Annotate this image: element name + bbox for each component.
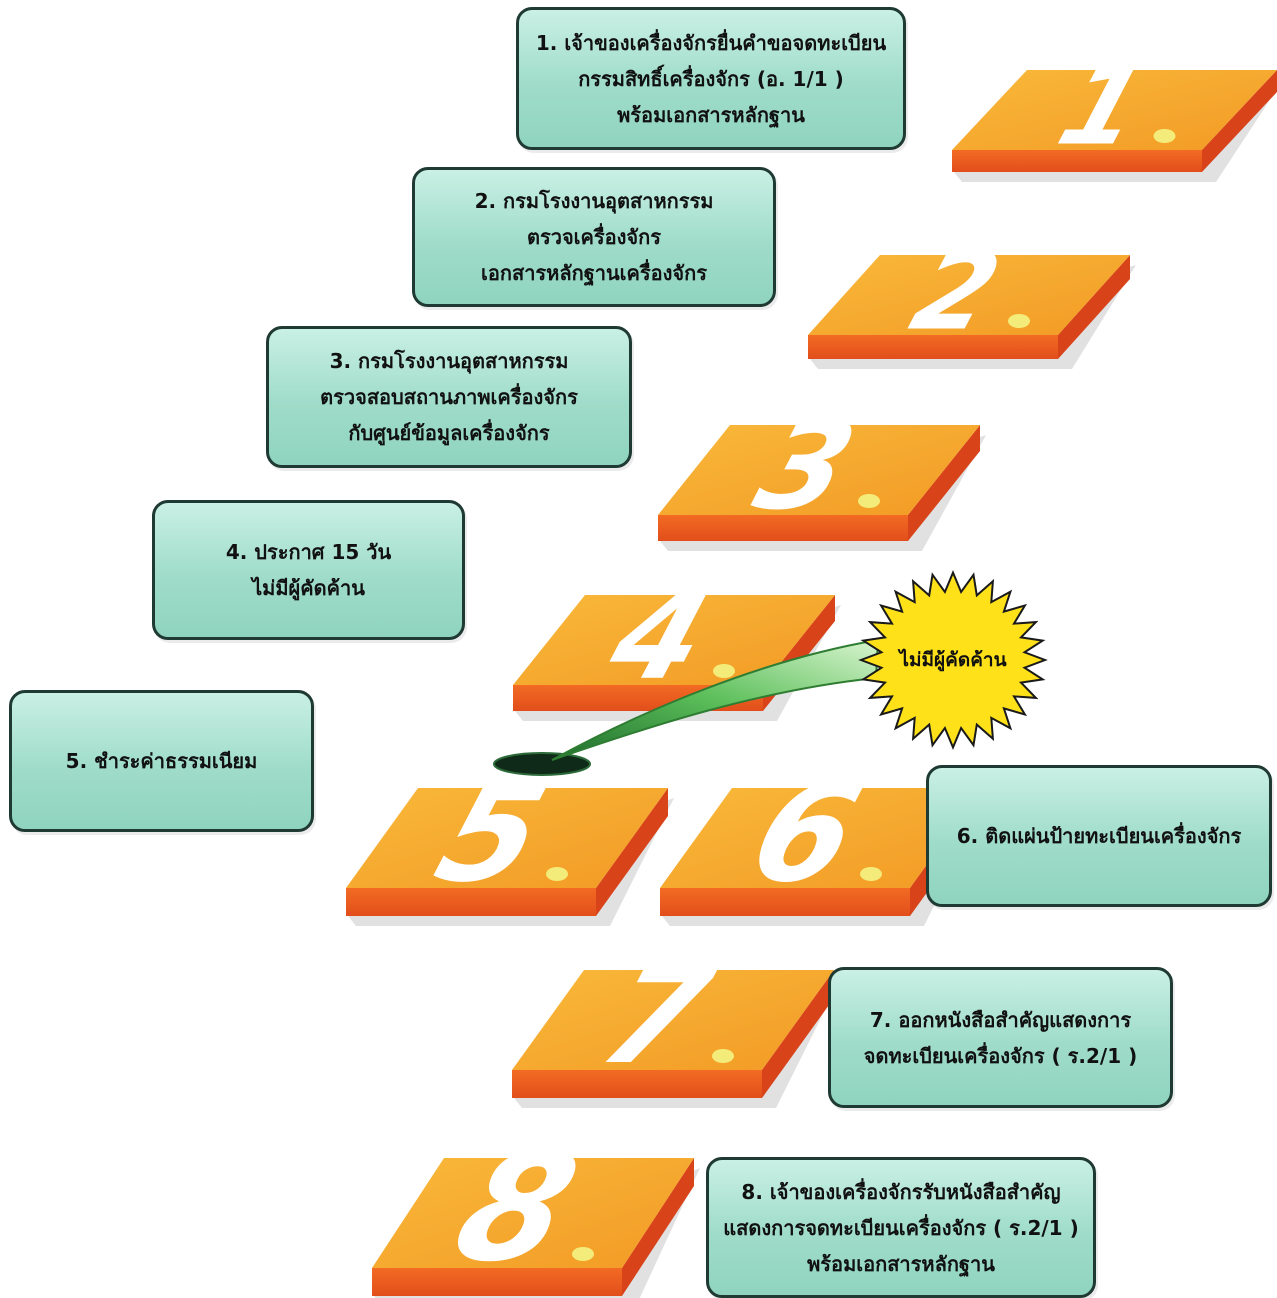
- step-box-line: ตรวจสอบสถานภาพเครื่องจักร: [320, 385, 578, 409]
- tile-dot: [572, 1247, 594, 1261]
- step-tile-6: 6: [660, 754, 988, 926]
- step-tile-5: 5: [346, 754, 674, 926]
- step-box-6: 6. ติดแผ่นป้ายทะเบียนเครื่องจักร: [926, 765, 1272, 907]
- tile-side-face: [622, 1158, 694, 1296]
- tile-top-face: [513, 595, 835, 685]
- step-box-line: พร้อมเอกสารหลักฐาน: [807, 1251, 995, 1276]
- step-box-line: 4. ประกาศ 15 วัน: [225, 540, 392, 564]
- step-tile-4: 4: [513, 565, 841, 721]
- step-box-3: 3. กรมโรงงานอุตสาหกรรมตรวจสอบสถานภาพเครื…: [266, 326, 632, 468]
- tile-top-face: [372, 1158, 694, 1268]
- step-box-line: จดทะเบียนเครื่องจักร ( ร.2/1 ): [863, 1043, 1138, 1068]
- tile-side-face: [1058, 255, 1130, 359]
- tile-dot: [1008, 314, 1030, 328]
- tile-dot: [1153, 129, 1176, 143]
- tile-top-face: [658, 425, 980, 515]
- tile-front-face: [952, 150, 1202, 172]
- step-tile-7: 7: [512, 936, 840, 1108]
- step-box-line: กรรมสิทธิ์เครื่องจักร (อ. 1/1 ): [578, 66, 844, 91]
- step-box-8: 8. เจ้าของเครื่องจักรรับหนังสือสำคัญแสดง…: [706, 1157, 1096, 1298]
- tile-top-face: [660, 788, 982, 888]
- step-box-line: 1. เจ้าของเครื่องจักรยื่นคำขอจดทะเบียน: [535, 30, 887, 55]
- tile-dot: [546, 867, 568, 881]
- step-box-4: 4. ประกาศ 15 วันไม่มีผู้คัดค้าน: [152, 500, 465, 640]
- tile-dot: [860, 867, 882, 881]
- tile-side-face: [596, 788, 668, 916]
- tile-top-face: [346, 788, 668, 888]
- tile-front-face: [660, 888, 910, 916]
- starburst-shape: [858, 570, 1048, 750]
- step-box-line: ตรวจเครื่องจักร: [527, 225, 661, 249]
- step-box-line: พร้อมเอกสารหลักฐาน: [617, 102, 805, 127]
- step-tile-2: 2: [808, 229, 1136, 369]
- tile-dot: [713, 664, 735, 678]
- hole-shape: [493, 752, 591, 776]
- step-box-line: 7. ออกหนังสือสำคัญแสดงการ: [869, 1007, 1132, 1032]
- step-box-line: 2. กรมโรงงานอุตสาหกรรม: [474, 189, 714, 213]
- tile-dot: [858, 494, 880, 508]
- tile-side-face: [762, 970, 834, 1098]
- step-box-line: ไม่มีผู้คัดค้าน: [252, 576, 365, 600]
- tile-side-face: [1202, 70, 1277, 172]
- tile-front-face: [808, 335, 1058, 359]
- step-box-line: 6. ติดแผ่นป้ายทะเบียนเครื่องจักร: [956, 824, 1242, 848]
- step-box-line: 3. กรมโรงงานอุตสาหกรรม: [329, 349, 569, 373]
- step-tile-8: 8: [372, 1122, 700, 1298]
- tile-top-face: [952, 70, 1277, 150]
- step-box-5: 5. ชำระค่าธรรมเนียม: [9, 690, 314, 832]
- tile-front-face: [512, 1070, 762, 1098]
- burst-label: ไม่มีผู้คัดค้าน: [899, 649, 1007, 671]
- step-box-line: เอกสารหลักฐานเครื่องจักร: [481, 261, 707, 285]
- step-tile-3: 3: [658, 395, 986, 551]
- tile-front-face: [372, 1268, 622, 1296]
- step-box-line: 5. ชำระค่าธรรมเนียม: [65, 749, 258, 773]
- tile-dot: [712, 1049, 734, 1063]
- step-box-2: 2. กรมโรงงานอุตสาหกรรมตรวจเครื่องจักรเอก…: [412, 167, 776, 307]
- step-box-7: 7. ออกหนังสือสำคัญแสดงการจดทะเบียนเครื่อ…: [828, 967, 1173, 1108]
- step-tile-1: 1: [952, 44, 1277, 182]
- tile-top-face: [808, 255, 1130, 335]
- step-box-line: กับศูนย์ข้อมูลเครื่องจักร: [348, 421, 550, 445]
- step-box-line: แสดงการจดทะเบียนเครื่องจักร ( ร.2/1 ): [723, 1215, 1079, 1240]
- tile-front-face: [658, 515, 908, 541]
- tile-top-face: [512, 970, 834, 1070]
- step-box-line: 8. เจ้าของเครื่องจักรรับหนังสือสำคัญ: [741, 1179, 1061, 1204]
- step-box-1: 1. เจ้าของเครื่องจักรยื่นคำขอจดทะเบียนกร…: [516, 7, 906, 150]
- tile-side-face: [908, 425, 980, 541]
- tile-front-face: [346, 888, 596, 916]
